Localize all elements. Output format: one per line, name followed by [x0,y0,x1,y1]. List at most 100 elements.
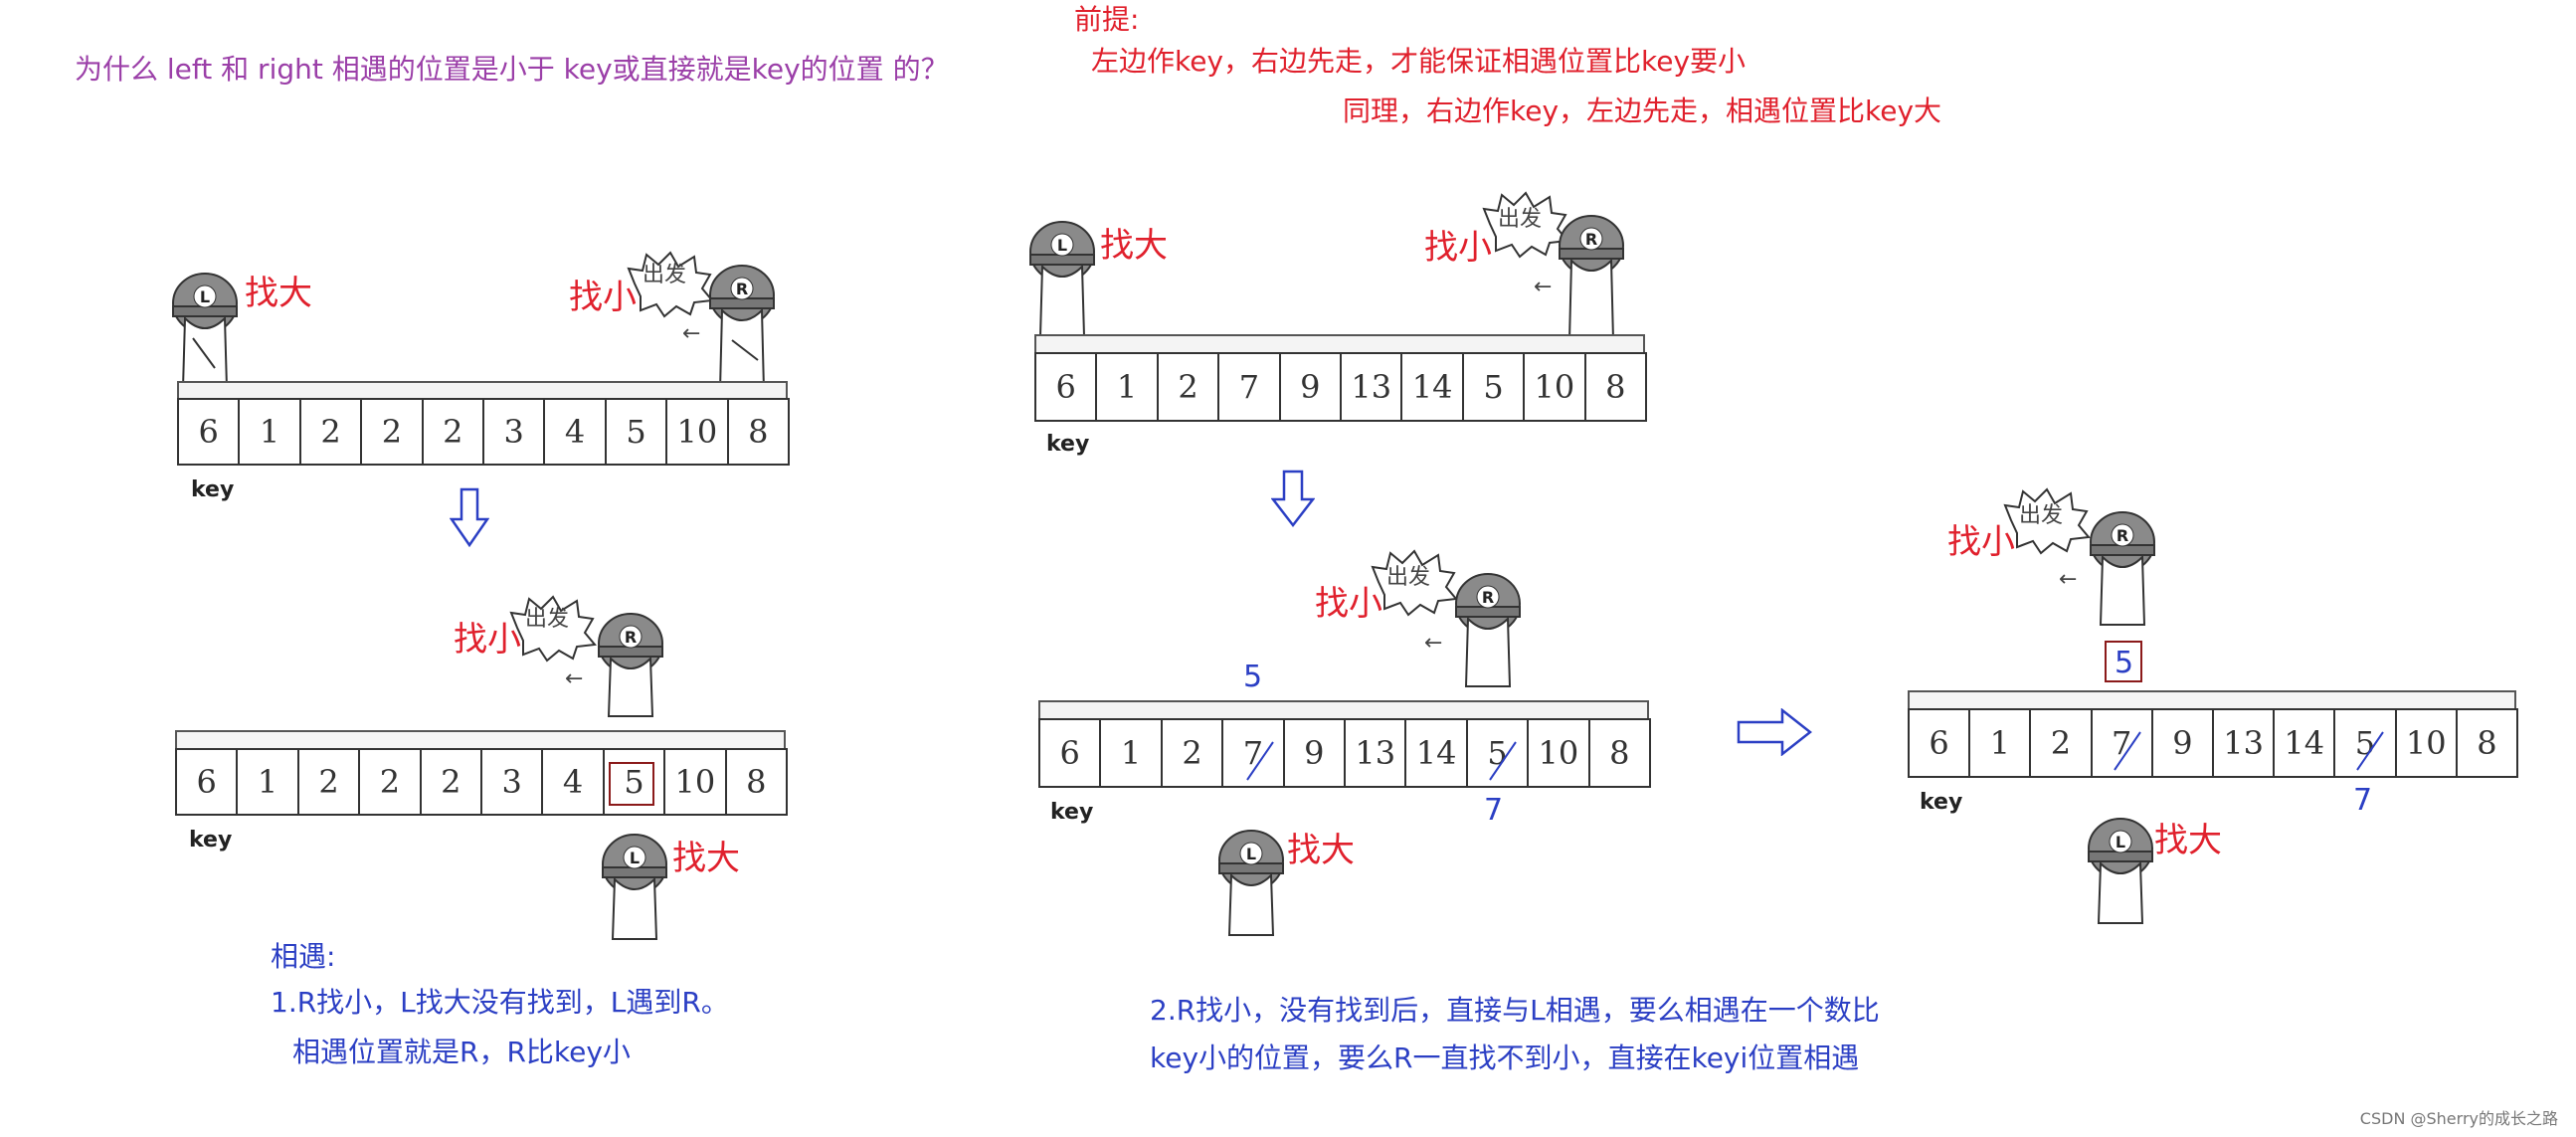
key-label-1: key [191,479,234,501]
down-arrow-icon-2 [1271,470,1315,529]
key-label-3: key [1046,434,1089,456]
array-cell: 9 [1283,718,1346,788]
array-cell: 1 [236,748,298,816]
array-3-top [1034,334,1645,352]
value-below: 7 [1484,796,1503,826]
array-cell: 5 [1462,352,1525,422]
array-cell: 1 [1968,708,2031,778]
boxed-value: 5 [2115,649,2133,678]
key-label-4: key [1050,802,1093,824]
array-cell: 14 [1404,718,1467,788]
soldier-L-icon: L [1024,217,1104,346]
value-above: 5 [1243,663,1262,692]
array-cell: 9 [2151,708,2214,778]
strike-mark [1482,736,1522,784]
depart-text: 出发 [1498,209,1542,231]
right-arrow-icon [1737,708,1812,756]
array-cell: 10 [663,748,726,816]
case1-line2: 相遇位置就是R，R比key小 [292,1039,631,1066]
array-1-top [177,381,788,399]
left-arrow-icon: ← [2059,569,2077,591]
label-find-big: 找大 [672,842,740,875]
strike-mark [2107,726,2146,774]
array-cell: 2 [420,748,482,816]
left-arrow-icon: ← [1534,277,1552,298]
array-cell: 4 [541,748,604,816]
meet-highlight-box [609,762,654,806]
soldier-L-icon: L [2081,814,2160,925]
array-cell: 2 [1157,352,1219,422]
soldier-L-icon: L [167,269,247,398]
array-cell: 2 [299,398,362,466]
array-cell: 10 [2395,708,2458,778]
array-cell: 2 [297,748,360,816]
array-cell: 13 [2212,708,2275,778]
array-cell: 14 [2273,708,2335,778]
label-find-big: 找大 [2154,824,2222,857]
array-cell: 6 [1034,352,1097,422]
array-cell: 8 [727,398,790,466]
array-cell: 5 [605,398,667,466]
array-cell: 13 [1340,352,1402,422]
array-cell: 6 [1038,718,1101,788]
array-cell: 8 [2456,708,2518,778]
soldier-R-icon: R [591,609,670,718]
left-arrow-icon: ← [565,668,583,690]
array-cell: 6 [175,748,238,816]
case1-line1: 1.R找小，L找大没有找到，L遇到R。 [271,989,729,1017]
case2-line2: key小的位置，要么R一直找不到小，直接在keyi位置相遇 [1150,1044,1859,1072]
label-find-big: 找大 [1287,834,1355,867]
array-cell: 2 [358,748,421,816]
array-cell: 8 [1588,718,1651,788]
svg-text:R: R [736,280,748,298]
array-cell: 10 [1527,718,1589,788]
depart-text: 出发 [2019,505,2063,527]
case1-title: 相遇: [271,943,335,971]
array-cell: 2 [1161,718,1223,788]
footer-watermark: CSDN @Sherry的成长之路 [2360,1105,2558,1129]
left-arrow-icon: ← [682,323,700,345]
array-cell: 4 [543,398,606,466]
array-cell: 1 [1095,352,1158,422]
value-below: 7 [2353,786,2372,816]
svg-text:R: R [1482,588,1494,607]
array-4-top [1038,700,1649,718]
soldier-R-icon: R [2083,507,2162,627]
array-cell: 2 [2029,708,2092,778]
strike-mark [1239,736,1279,784]
array-2-top [175,730,786,748]
array-cell: 9 [1279,352,1342,422]
premise-line1: 左边作key，右边先走，才能保证相遇位置比key要小 [1091,48,1746,76]
premise-line2: 同理，右边作key，左边先走，相遇位置比key大 [1343,97,1941,125]
array-cell: 6 [1908,708,1970,778]
down-arrow-icon-1 [450,487,489,547]
svg-text:R: R [1585,230,1597,249]
strike-mark [2349,726,2389,774]
array-cell: 1 [1099,718,1162,788]
soldier-R-icon: R [702,261,782,400]
array-cell: 10 [1523,352,1585,422]
depart-text: 出发 [525,609,569,631]
array-cell: 8 [725,748,788,816]
svg-text:L: L [630,849,640,867]
array-cell: 3 [482,398,545,466]
soldier-R-icon: R [1448,569,1528,688]
case2-line1: 2.R找小，没有找到后，直接与L相遇，要么相遇在一个数比 [1150,997,1880,1025]
key-label-2: key [189,830,232,852]
array-cell: 8 [1584,352,1647,422]
premise-title: 前提: [1074,6,1139,34]
svg-text:R: R [2116,526,2128,545]
soldier-L-icon: L [595,830,674,941]
soldier-L-icon: L [1211,826,1291,937]
svg-text:L: L [1246,845,1256,863]
svg-text:L: L [1057,236,1067,255]
array-cell: 14 [1400,352,1463,422]
array-cell: 7 [1217,352,1280,422]
left-arrow-icon: ← [1424,633,1442,655]
depart-text: 出发 [643,265,686,286]
array-cell: 2 [422,398,484,466]
array-cell: 3 [480,748,543,816]
array-cell: 2 [360,398,423,466]
svg-text:L: L [2116,833,2125,852]
soldier-R-icon: R [1552,211,1631,350]
